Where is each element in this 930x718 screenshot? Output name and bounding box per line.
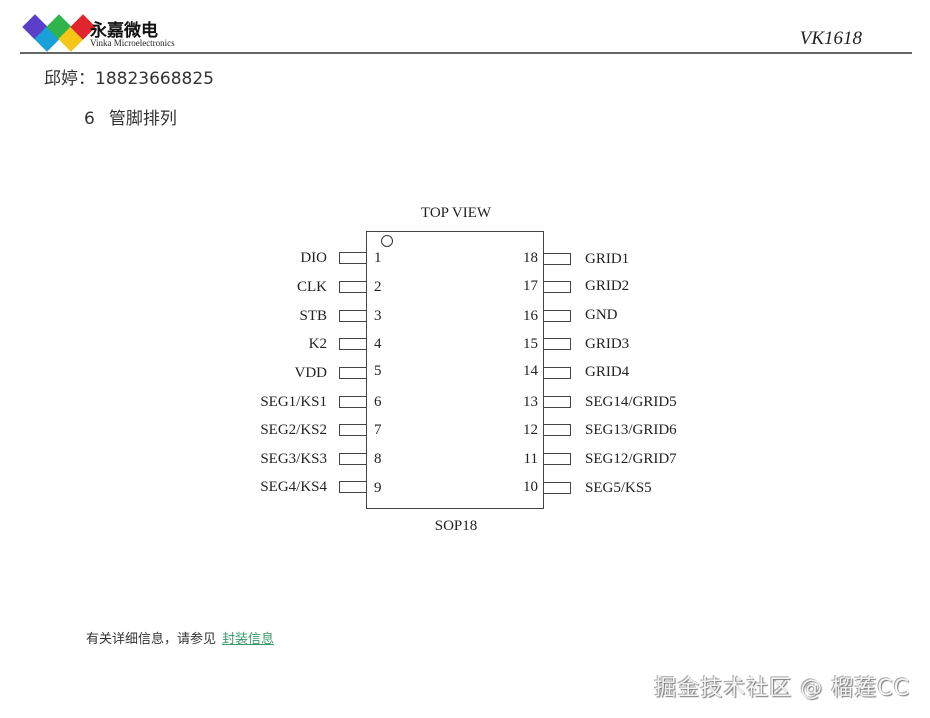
pin-number: 8 <box>374 451 382 467</box>
pin-number: 14 <box>523 363 538 379</box>
pin-lead <box>544 253 571 265</box>
header-divider <box>20 52 912 54</box>
pin-lead <box>544 482 571 494</box>
pin-lead <box>339 481 366 493</box>
pin-name: SEG12/GRID7 <box>585 451 677 467</box>
contact-info: 邱婷：18823668825 <box>44 69 214 89</box>
pin-number: 12 <box>523 422 538 438</box>
company-logo: 永嘉微电 Vinka Microelectronics <box>20 14 190 54</box>
package-label: SOP18 <box>434 518 478 534</box>
pin-number: 16 <box>523 308 538 324</box>
pin-name: SEG2/KS2 <box>260 422 327 438</box>
pin-number: 7 <box>374 422 382 438</box>
pin-lead <box>339 453 366 465</box>
footer-note: 有关详细信息，请参见封装信息 <box>86 628 274 647</box>
top-view-label: TOP VIEW <box>420 205 492 221</box>
logo-chinese-name: 永嘉微电 <box>90 21 158 41</box>
pin-name: GRID2 <box>585 278 630 294</box>
pin-number: 9 <box>374 480 382 496</box>
pin-name: GND <box>585 307 618 323</box>
chip-body <box>366 231 544 509</box>
pin-lead <box>339 281 366 293</box>
pin-name: GRID1 <box>585 251 630 267</box>
pin-lead <box>544 396 571 408</box>
pin-number: 10 <box>523 479 538 495</box>
pin-lead <box>339 252 366 264</box>
pin-number: 4 <box>374 336 382 352</box>
pin-name: SEG5/KS5 <box>585 480 652 496</box>
pin-number: 13 <box>523 394 538 410</box>
pin-number: 1 <box>374 250 382 266</box>
pin-name: VDD <box>294 365 328 381</box>
document-title: VK1618 <box>799 28 862 49</box>
pin-lead <box>544 367 571 379</box>
pin-name: SEG3/KS3 <box>260 451 327 467</box>
pin-number: 11 <box>523 451 538 467</box>
pin-name: K2 <box>308 336 327 352</box>
pin-name: GRID3 <box>585 336 630 352</box>
pin-name: STB <box>299 308 327 324</box>
pin-name: GRID4 <box>585 364 630 380</box>
pin-lead <box>544 310 571 322</box>
pin-lead <box>339 424 366 436</box>
pin-name: SEG14/GRID5 <box>585 394 677 410</box>
pin-lead <box>544 281 571 293</box>
pin-name: SEG4/KS4 <box>260 479 327 495</box>
pin1-notch-icon <box>381 235 393 247</box>
pin-lead <box>544 338 571 350</box>
pin-lead <box>339 310 366 322</box>
pin-number: 3 <box>374 308 382 324</box>
logo-english-name: Vinka Microelectronics <box>90 38 175 48</box>
pin-number: 2 <box>374 279 382 295</box>
footer-text: 有关详细信息，请参见 <box>86 632 217 647</box>
section-title: 管脚排列 <box>108 109 177 129</box>
pin-name: SEG1/KS1 <box>260 394 327 410</box>
pin-number: 5 <box>374 363 382 379</box>
watermark: 掘金技术社区 @ 榴莲CC <box>654 676 910 701</box>
pin-name: CLK <box>297 279 327 295</box>
pin-number: 6 <box>374 394 382 410</box>
pin-name: DIO <box>300 250 327 266</box>
section-heading: 6 管脚排列 <box>84 104 177 129</box>
pin-lead <box>544 453 571 465</box>
pin-number: 17 <box>523 278 538 294</box>
section-number: 6 <box>84 109 95 129</box>
pin-name: SEG13/GRID6 <box>585 422 677 438</box>
package-info-link[interactable]: 封装信息 <box>222 632 275 647</box>
pin-number: 18 <box>523 250 538 266</box>
pin-lead <box>339 396 366 408</box>
pin-number: 15 <box>523 336 538 352</box>
pin-lead <box>544 424 571 436</box>
pin-lead <box>339 338 366 350</box>
pin-lead <box>339 367 366 379</box>
